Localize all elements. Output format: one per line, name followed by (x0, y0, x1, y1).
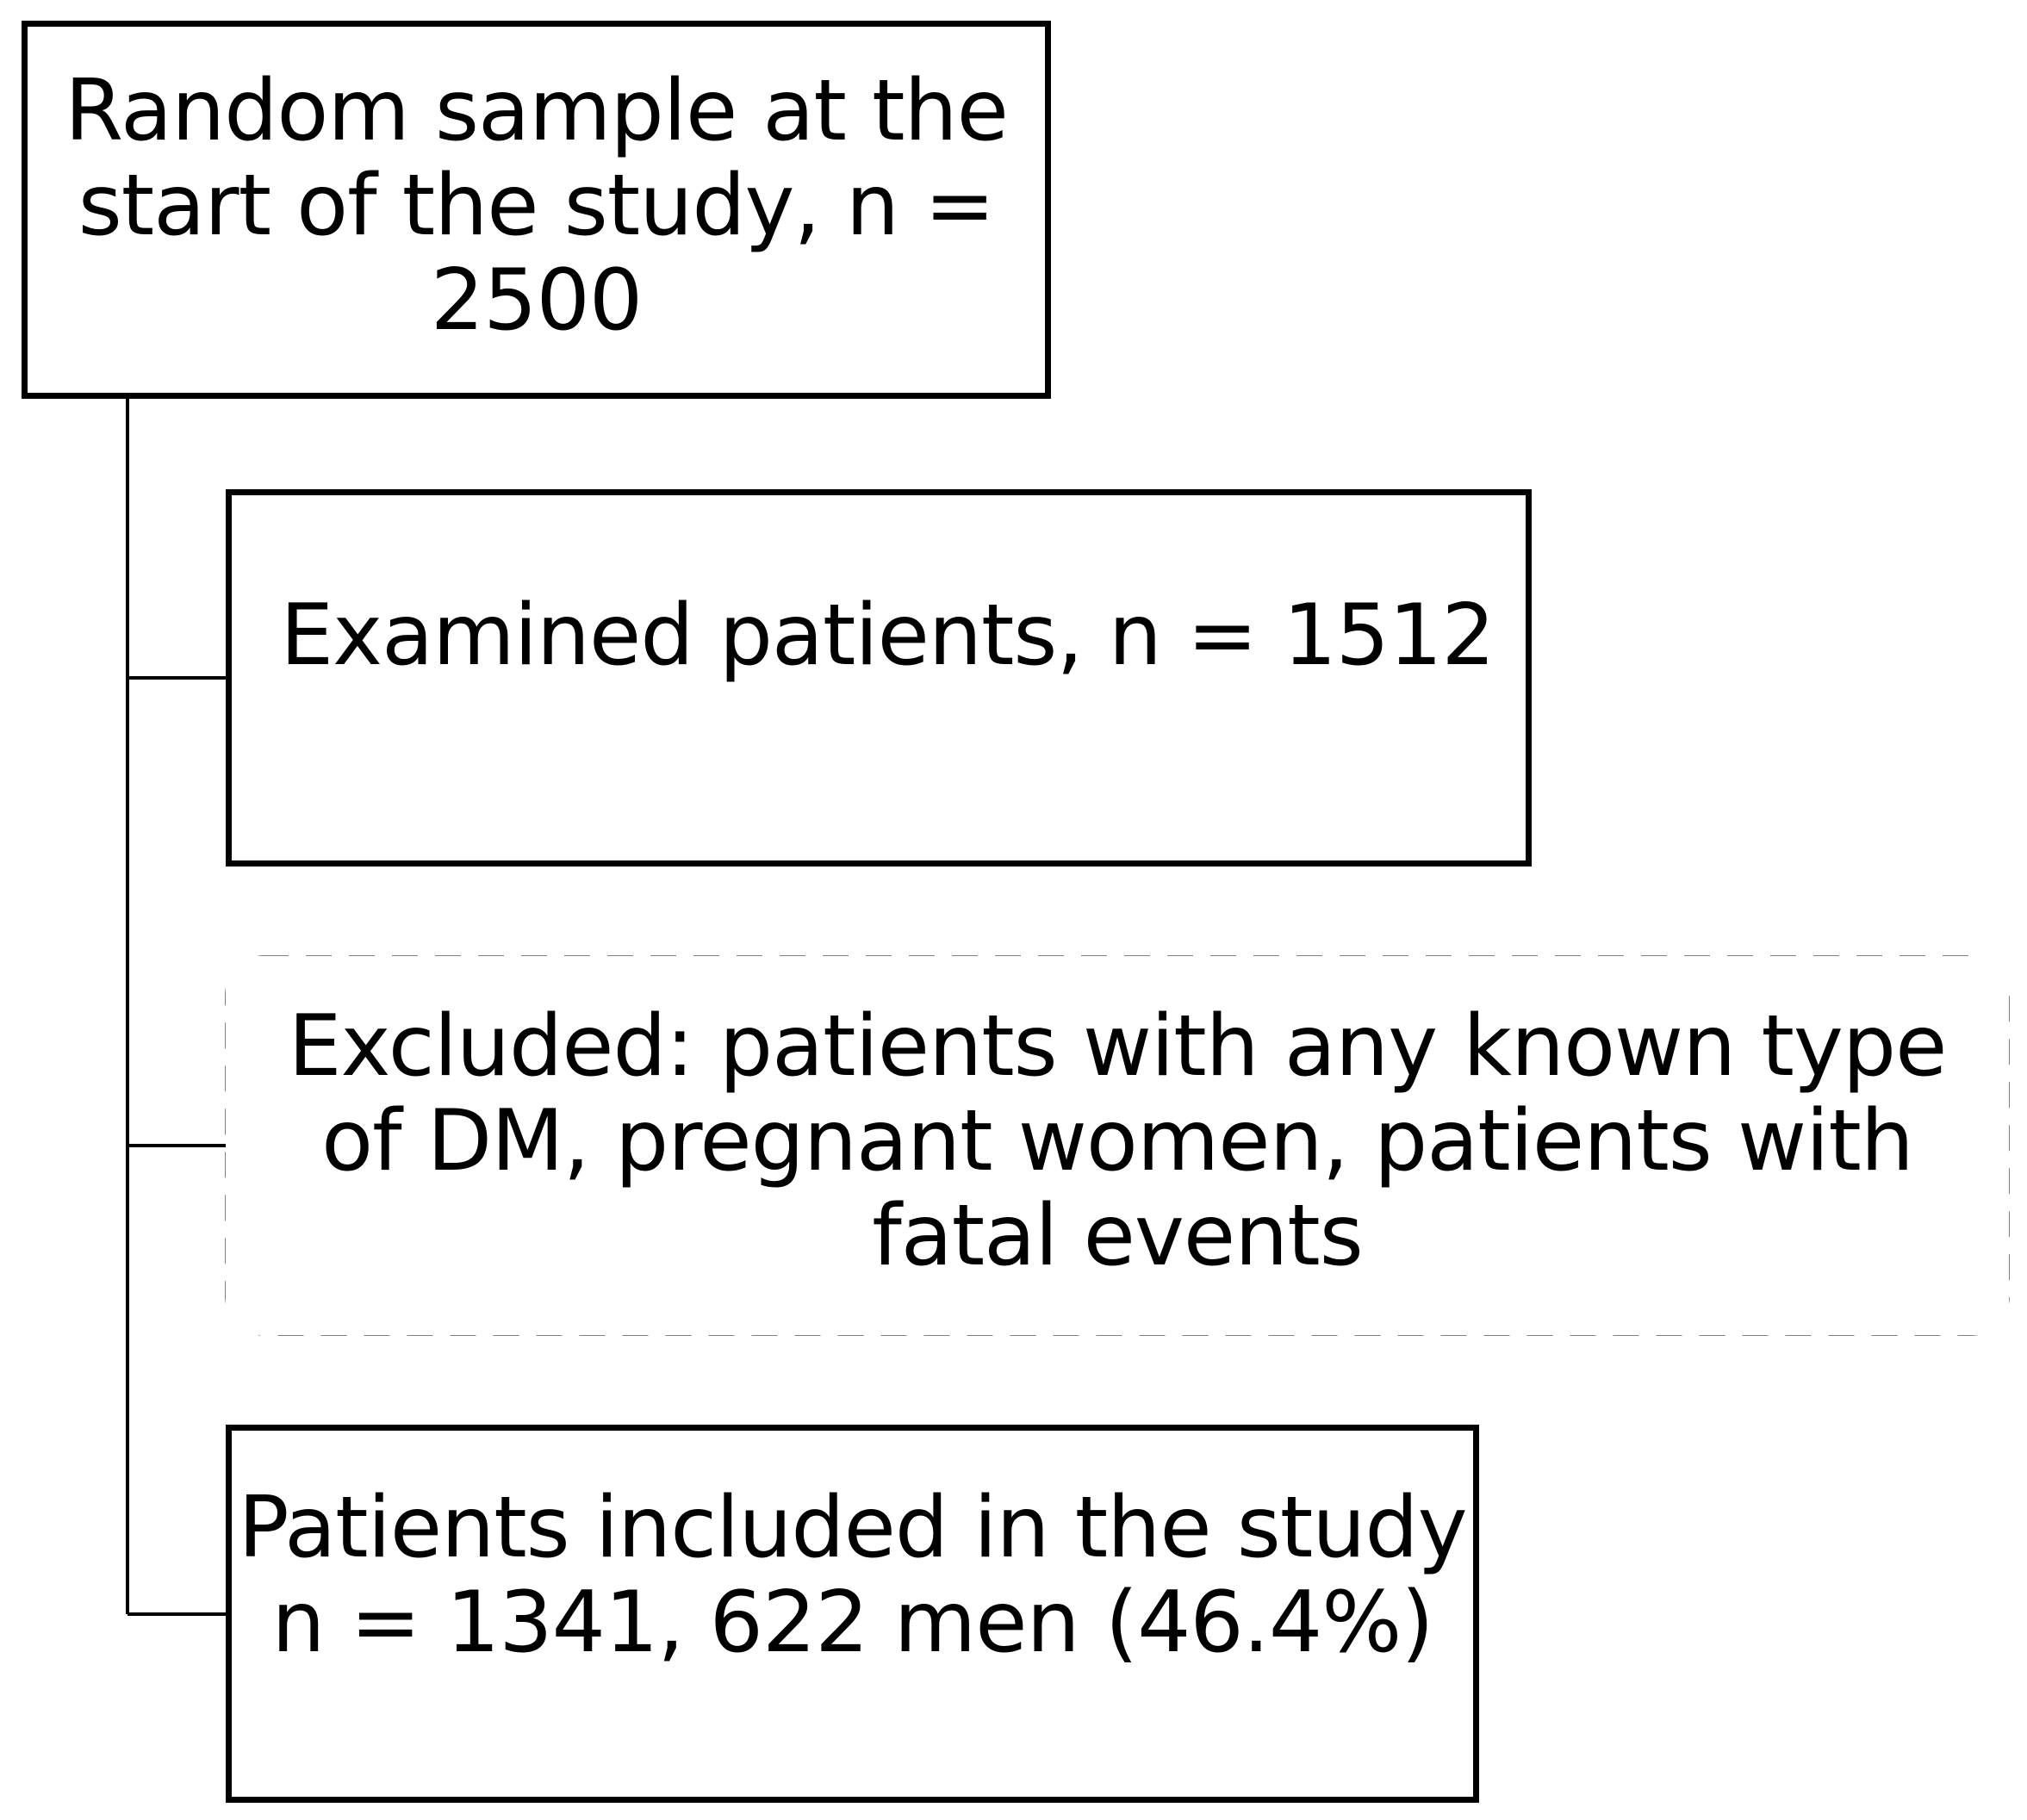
included-patients-label: Patients included in the study n = 1341,… (238, 1478, 1467, 1672)
start-sample-box: Random sample at the start of the study,… (22, 21, 1051, 399)
connector-lines (126, 399, 226, 1616)
examined-patients-box: Examined patients, n = 1512 (226, 489, 1532, 867)
start-sample-label: Random sample at the start of the study,… (65, 61, 1009, 350)
examined-patients-label: Examined patients, n = 1512 (280, 587, 1495, 685)
included-patients-box: Patients included in the study n = 1341,… (226, 1425, 1479, 1803)
excluded-patients-label: Excluded: patients with any known type o… (288, 997, 1948, 1285)
excluded-patients-box: Excluded: patients with any known type o… (226, 956, 2009, 1335)
